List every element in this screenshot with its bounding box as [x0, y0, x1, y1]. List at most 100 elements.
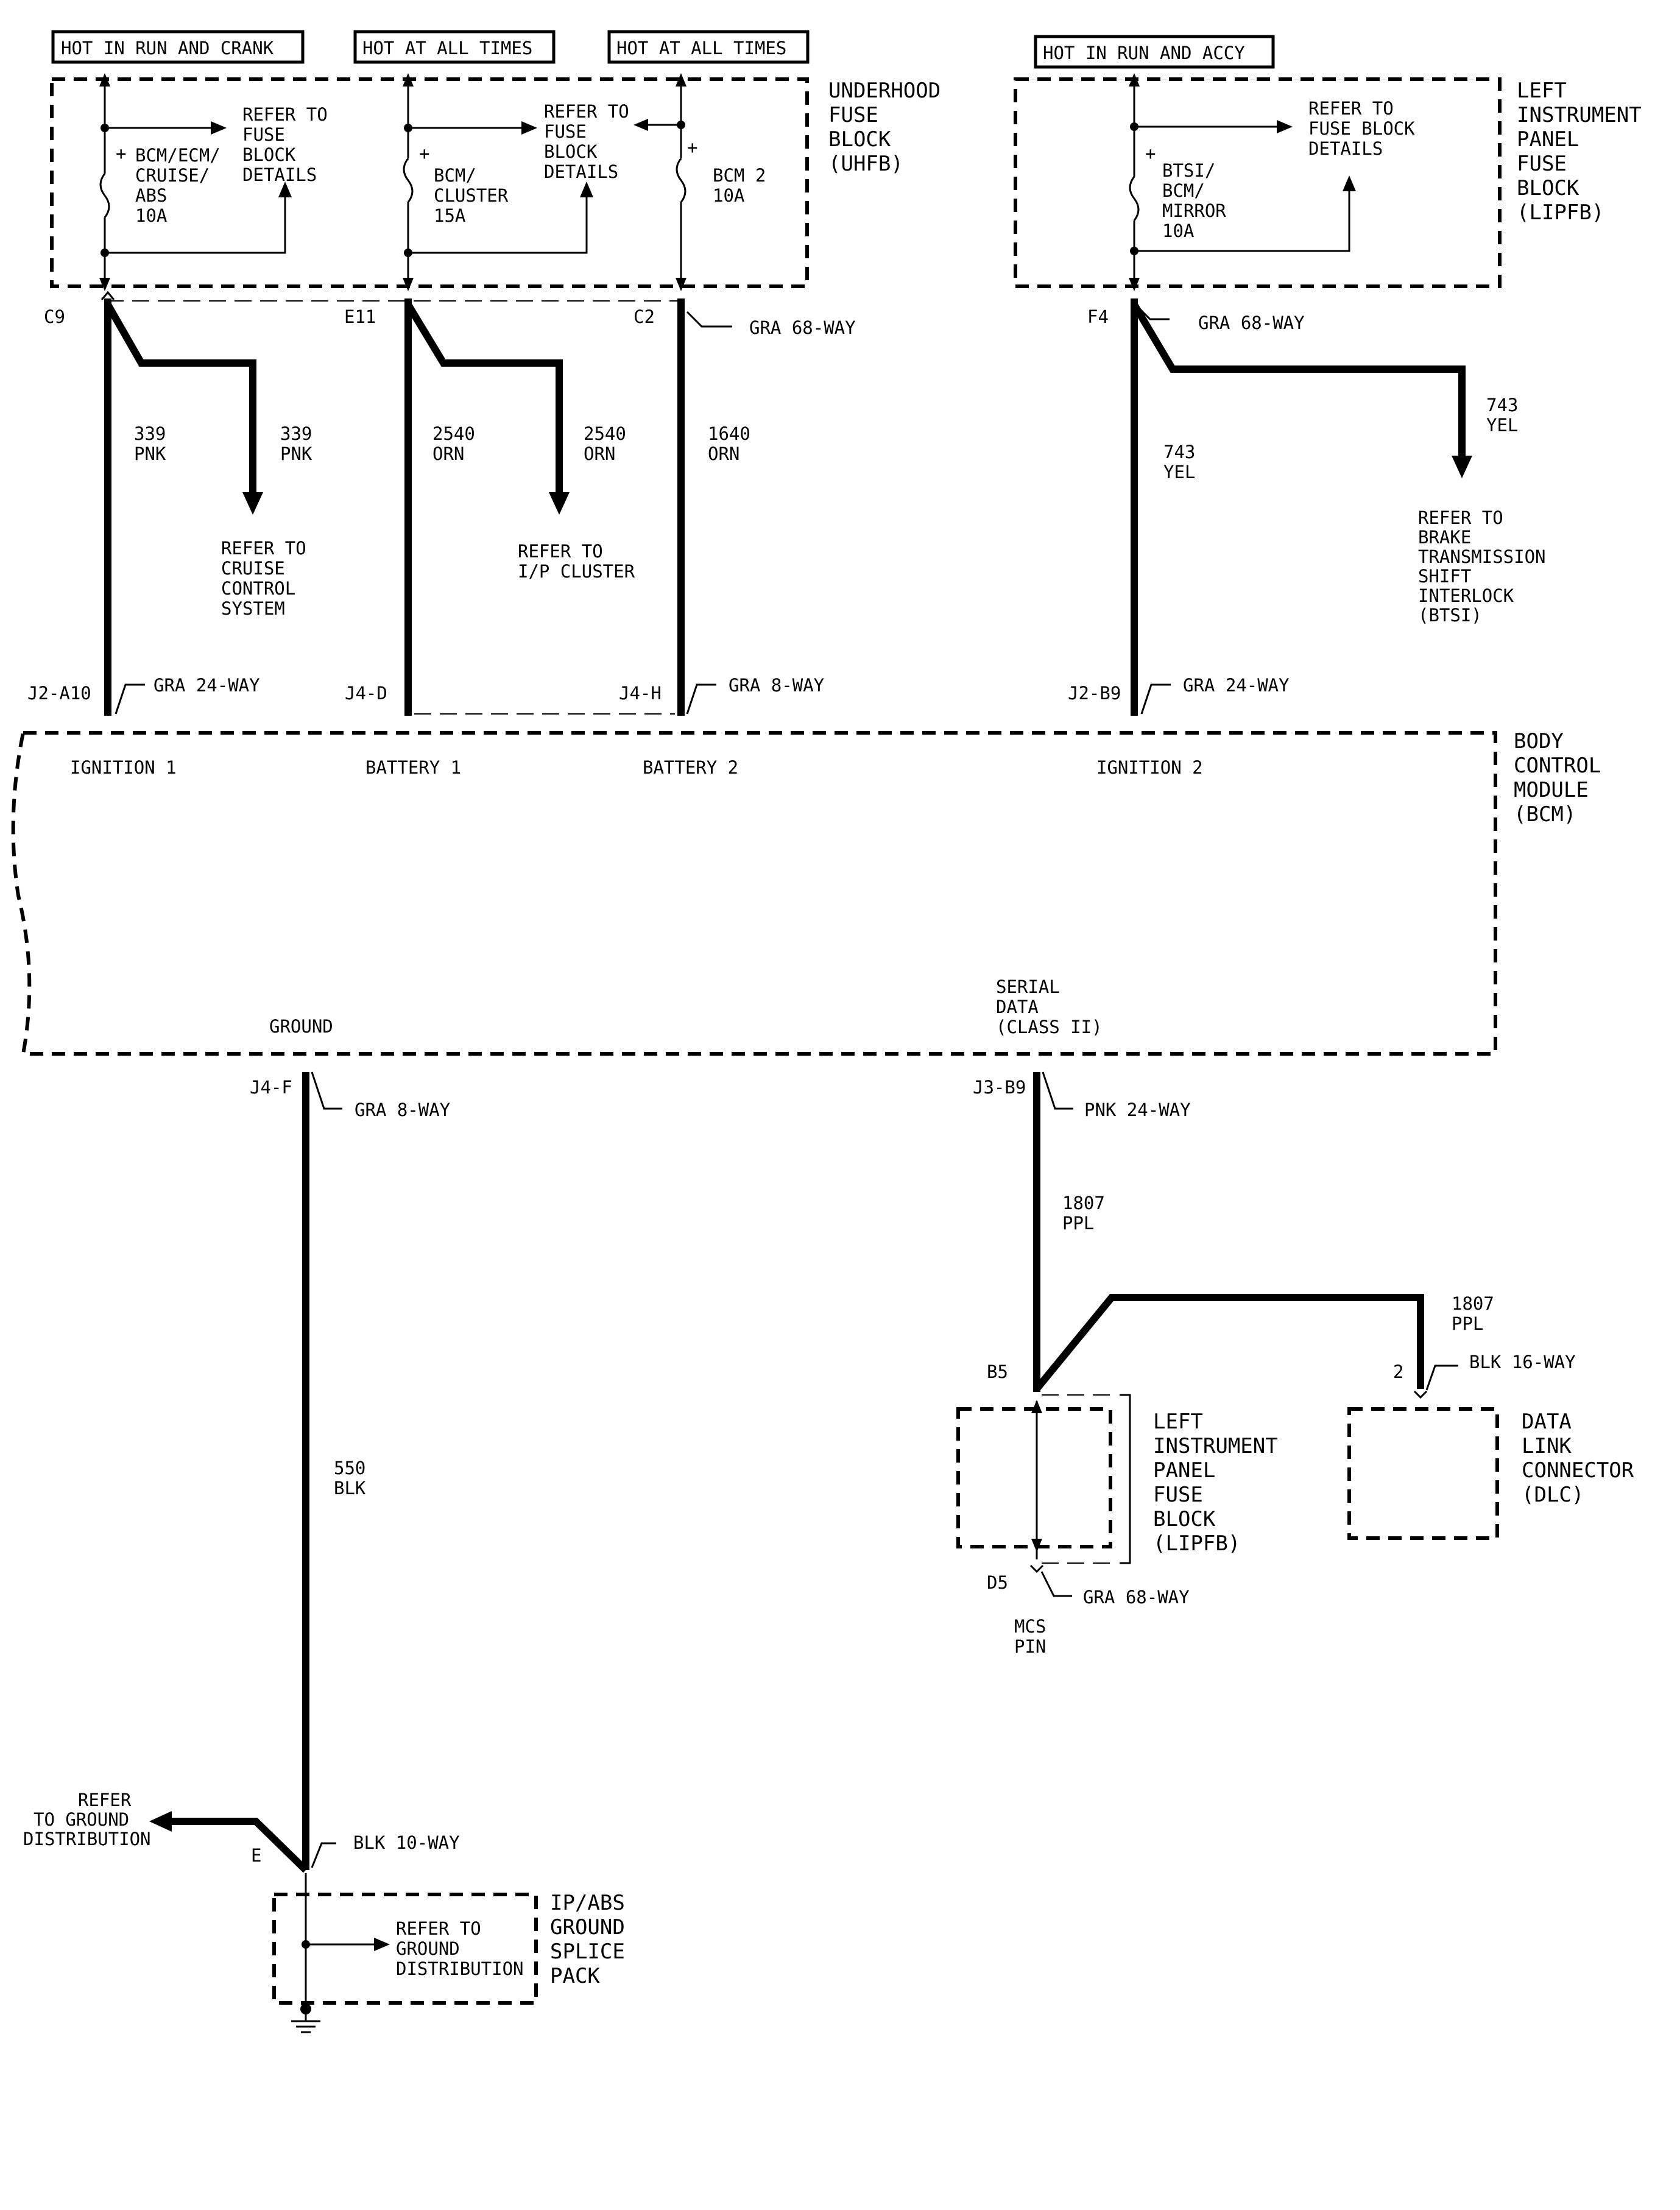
- lipfb-fuse-line2: BCM/: [1162, 180, 1205, 201]
- wire-550-label-color: BLK: [334, 1478, 366, 1499]
- fuse1-line4: 10A: [135, 205, 167, 226]
- connector-pin2: 2: [1393, 1361, 1403, 1382]
- fuse3-line1: BCM 2: [713, 165, 766, 186]
- connector-blk16: BLK 16-WAY: [1469, 1352, 1576, 1372]
- wire-1640-orn: 1640 ORN: [677, 298, 750, 716]
- wire-2540-label-a-num: 2540: [432, 423, 475, 444]
- wire-1807-ppl: 1807 PPL 1807 PPL: [1033, 1072, 1494, 1392]
- uhfb-label-line4: (UHFB): [828, 152, 903, 176]
- supply-label-hot-all-times-2: HOT AT ALL TIMES: [616, 38, 786, 58]
- lipfb-fuse-line4: 10A: [1162, 221, 1194, 241]
- wire-743-label-b-num: 743: [1486, 395, 1518, 415]
- wire-1640-label-color: ORN: [708, 443, 739, 464]
- lipfb-fuse-line3: MIRROR: [1162, 200, 1226, 221]
- refer-ground-splice-line3: DISTRIBUTION: [396, 1958, 524, 1979]
- mcs-pin-line1: MCS: [1014, 1616, 1046, 1637]
- connector-j2-a10: J2-A10: [27, 683, 91, 704]
- mcs-pin-line2: PIN: [1014, 1636, 1046, 1657]
- connector-gra68-3: GRA 68-WAY: [1083, 1587, 1190, 1608]
- refer-ip-cluster: REFER TO I/P CLUSTER: [518, 541, 635, 582]
- refer2-line3: BLOCK: [544, 141, 598, 162]
- gra8-leader-2: [311, 1071, 342, 1110]
- lipfb-bottom-label-line6: (LIPFB): [1153, 1531, 1240, 1556]
- fuse2-line2: CLUSTER: [434, 185, 509, 206]
- wire-1807-label-a-color: PPL: [1062, 1213, 1094, 1234]
- data-link-connector: DATA LINK CONNECTOR (DLC): [1347, 1390, 1634, 1540]
- gra68-leader-3: [1040, 1571, 1072, 1597]
- supply-label-hot-all-times-1: HOT AT ALL TIMES: [362, 38, 532, 58]
- wire-1807-label-b-color: PPL: [1452, 1313, 1483, 1334]
- bcm-pin-battery1: BATTERY 1: [365, 757, 461, 778]
- refer-cluster-line2: I/P CLUSTER: [518, 561, 635, 582]
- pnk24-leader: [1042, 1071, 1073, 1110]
- lipfb-top-label-line6: (LIPFB): [1517, 200, 1604, 225]
- connector-j2-b9: J2-B9: [1068, 683, 1121, 704]
- connector-c9: C9: [44, 306, 65, 327]
- connector-j4-f: J4-F: [250, 1077, 292, 1098]
- uhfb-plus-2: +: [419, 143, 429, 164]
- uhfb-plus-3: +: [687, 137, 697, 158]
- bcm-label-line2: CONTROL: [1514, 754, 1601, 778]
- lipfb-refer-line3: DETAILS: [1308, 138, 1383, 159]
- fuse3-line2: 10A: [713, 185, 744, 206]
- refer-btsi: REFER TO BRAKE TRANSMISSION SHIFT INTERL…: [1418, 507, 1546, 626]
- refer2-line1: REFER TO: [544, 101, 629, 122]
- splice-label-line2: GROUND: [550, 1915, 625, 1940]
- wire-743-yel: 743 YEL 743 YEL: [1131, 298, 1518, 716]
- underhood-fuse-block: UNDERHOOD FUSE BLOCK (UHFB) + BCM/ECM/ C…: [50, 73, 941, 291]
- bcm-pin-serial-line1: SERIAL: [996, 976, 1060, 997]
- refer-btsi-line6: (BTSI): [1418, 605, 1482, 626]
- splice-label-line3: SPLICE: [550, 1940, 625, 1964]
- blk16-leader: [1425, 1364, 1458, 1391]
- connector-j4-d: J4-D: [345, 683, 387, 704]
- bcm-label-line4: (BCM): [1514, 802, 1576, 827]
- lipfb-top-plus: +: [1145, 143, 1156, 164]
- fuse-bcm-2: + BCM 2 10A: [634, 73, 766, 291]
- wire-2540-label-b-color: ORN: [584, 443, 615, 464]
- gra8-leader-1: [686, 683, 716, 715]
- connector-e11: E11: [344, 306, 376, 327]
- lipfb-top-label-line1: LEFT: [1517, 79, 1567, 103]
- refer-cruise-line2: CRUISE: [221, 558, 285, 579]
- blk10-leader: [311, 1842, 336, 1868]
- supply-header-hot-run-accy: HOT IN RUN AND ACCY: [1034, 35, 1275, 69]
- wire-550-label-num: 550: [334, 1458, 365, 1478]
- bcm-label-line1: BODY: [1514, 729, 1564, 754]
- dlc-label-line2: LINK: [1522, 1434, 1572, 1458]
- gra68-leader-1: [686, 311, 732, 328]
- refer2-line4: DETAILS: [544, 161, 618, 182]
- connector-gra8-2: GRA 8-WAY: [355, 1100, 450, 1120]
- splice-label-line1: IP/ABS: [550, 1891, 625, 1915]
- fuse-bcm-cluster: + BCM/ CLUSTER 15A REFER TO FUSE BLOCK D…: [403, 73, 629, 291]
- connector-gra24-2: GRA 24-WAY: [1183, 675, 1290, 696]
- supply-label-hot-run-accy: HOT IN RUN AND ACCY: [1043, 43, 1245, 63]
- left-ip-fuse-block-top: LEFT INSTRUMENT PANEL FUSE BLOCK (LIPFB)…: [1014, 73, 1642, 291]
- gra24-leader-1: [115, 683, 145, 715]
- refer-ground-splice-line2: GROUND: [396, 1938, 460, 1959]
- refer-btsi-line5: INTERLOCK: [1418, 585, 1514, 606]
- connector-gra24-1: GRA 24-WAY: [154, 675, 260, 696]
- wire-743-label-b-color: YEL: [1486, 415, 1518, 436]
- refer-ground-left: REFER TO GROUND DISTRIBUTION: [23, 1790, 151, 1849]
- connector-e: E: [251, 1845, 261, 1866]
- lipfb-refer-line2: FUSE BLOCK: [1308, 118, 1415, 139]
- uhfb-label-line1: UNDERHOOD: [828, 79, 941, 103]
- lipfb-top-label-line3: PANEL: [1517, 127, 1579, 152]
- bcm-pin-serial-line3: (CLASS II): [996, 1017, 1103, 1037]
- refer1-line4: DETAILS: [242, 164, 317, 185]
- wire-339-label-a-color: PNK: [134, 443, 166, 464]
- wire-1640-label-num: 1640: [708, 423, 750, 444]
- splice-label-line4: PACK: [550, 1964, 600, 1988]
- connector-d5: D5: [987, 1572, 1008, 1593]
- fuse2-line1: BCM/: [434, 165, 476, 186]
- lipfb-bottom-label-line1: LEFT: [1153, 1410, 1203, 1434]
- bcm-pin-ignition2: IGNITION 2: [1096, 757, 1203, 778]
- connector-blk10: BLK 10-WAY: [353, 1832, 460, 1853]
- uhfb-plus-1: +: [116, 143, 126, 164]
- ip-abs-ground-splice-pack: REFER TO GROUND DISTRIBUTION IP/ABS GROU…: [272, 1873, 625, 2033]
- gra24-leader-2: [1140, 683, 1171, 715]
- lipfb-refer-line1: REFER TO: [1308, 98, 1394, 119]
- bcm-pin-ignition1: IGNITION 1: [70, 757, 177, 778]
- bcm-pin-serial-line2: DATA: [996, 997, 1039, 1017]
- refer-ground-left-line2: TO GROUND: [34, 1809, 129, 1830]
